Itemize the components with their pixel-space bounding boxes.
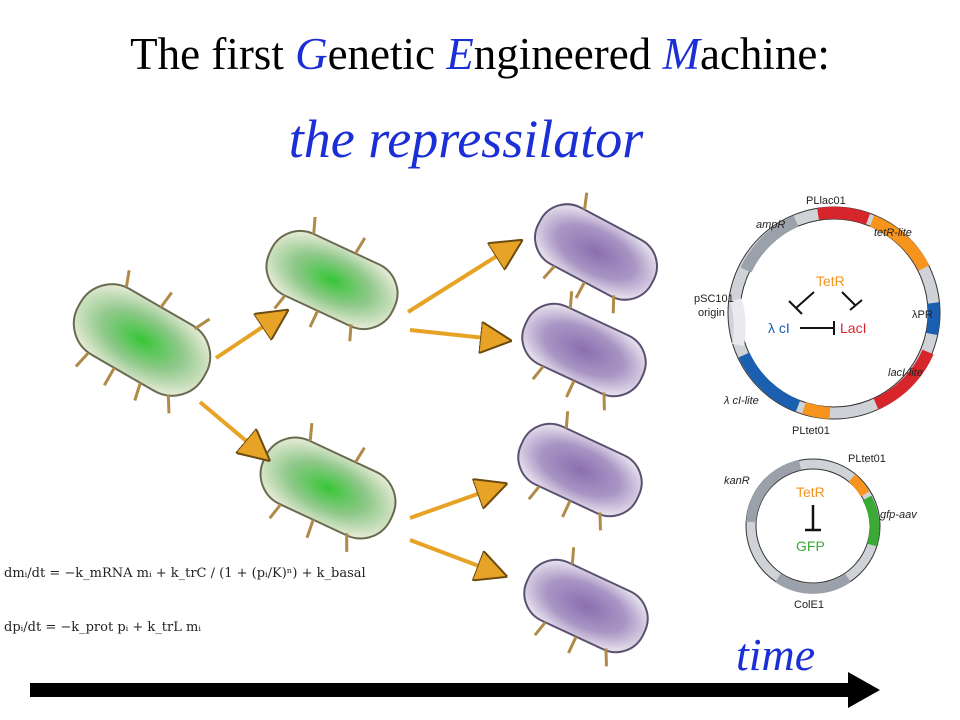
label-kanr: kanR	[724, 475, 750, 487]
network-tetr: TetR	[816, 273, 845, 289]
label-pltet01-2: PLtet01	[848, 453, 886, 465]
label-laci-lite: lacI-lite	[888, 367, 923, 379]
repression-arrows	[788, 291, 863, 335]
division-arrow	[409, 330, 504, 340]
label-lambda-pr: λPR	[912, 309, 933, 321]
label-ci-lite: λ cI-lite	[723, 395, 759, 407]
division-arrow	[409, 486, 500, 520]
label-pllac01: PLlac01	[806, 195, 846, 207]
division-arrow	[406, 244, 516, 314]
equation-protein: dpᵢ/dt = −k_prot pᵢ + k_trL mᵢ	[4, 620, 201, 635]
bacterium-purple	[523, 547, 649, 667]
equation-mrna: dmᵢ/dt = −k_mRNA mᵢ + k_trC / (1 + (pᵢ/K…	[4, 566, 366, 581]
slide-subtitle: the repressilator	[288, 109, 644, 169]
division-arrow	[214, 314, 282, 360]
label-ampr: ampR	[756, 219, 785, 231]
bacterium-green	[265, 216, 399, 342]
bacterium-purple	[534, 192, 658, 314]
time-arrow	[30, 672, 880, 708]
label-gfp-aav: gfp-aav	[880, 509, 918, 521]
network-laci: LacI	[840, 320, 866, 336]
label-cole1: ColE1	[794, 599, 824, 611]
network-tetr-2: TetR	[796, 484, 825, 500]
reporter-plasmid: kanR PLtet01 gfp-aav ColE1 TetR GFP	[724, 453, 918, 611]
slide-title: The first Genetic Engineered Machine:	[130, 29, 830, 79]
time-label: time	[736, 629, 816, 680]
label-pltet01: PLtet01	[792, 425, 830, 437]
bacterium-green	[72, 269, 212, 414]
repressilator-plasmid: PLlac01 tetR-lite ampR λPR pSC101 origin…	[694, 195, 941, 437]
network-ci: λ cI	[768, 320, 790, 336]
label-origin: origin	[698, 307, 725, 319]
division-arrow	[409, 538, 500, 574]
label-psc101: pSC101	[694, 293, 734, 305]
network-gfp: GFP	[796, 538, 825, 554]
label-tetr-lite: tetR-lite	[874, 227, 912, 239]
division-arrow	[198, 400, 264, 456]
bacterium-purple	[521, 291, 647, 411]
repression-arrow-gfp	[805, 505, 821, 532]
bacterium-purple	[517, 411, 643, 531]
bacterium-green	[259, 422, 397, 552]
